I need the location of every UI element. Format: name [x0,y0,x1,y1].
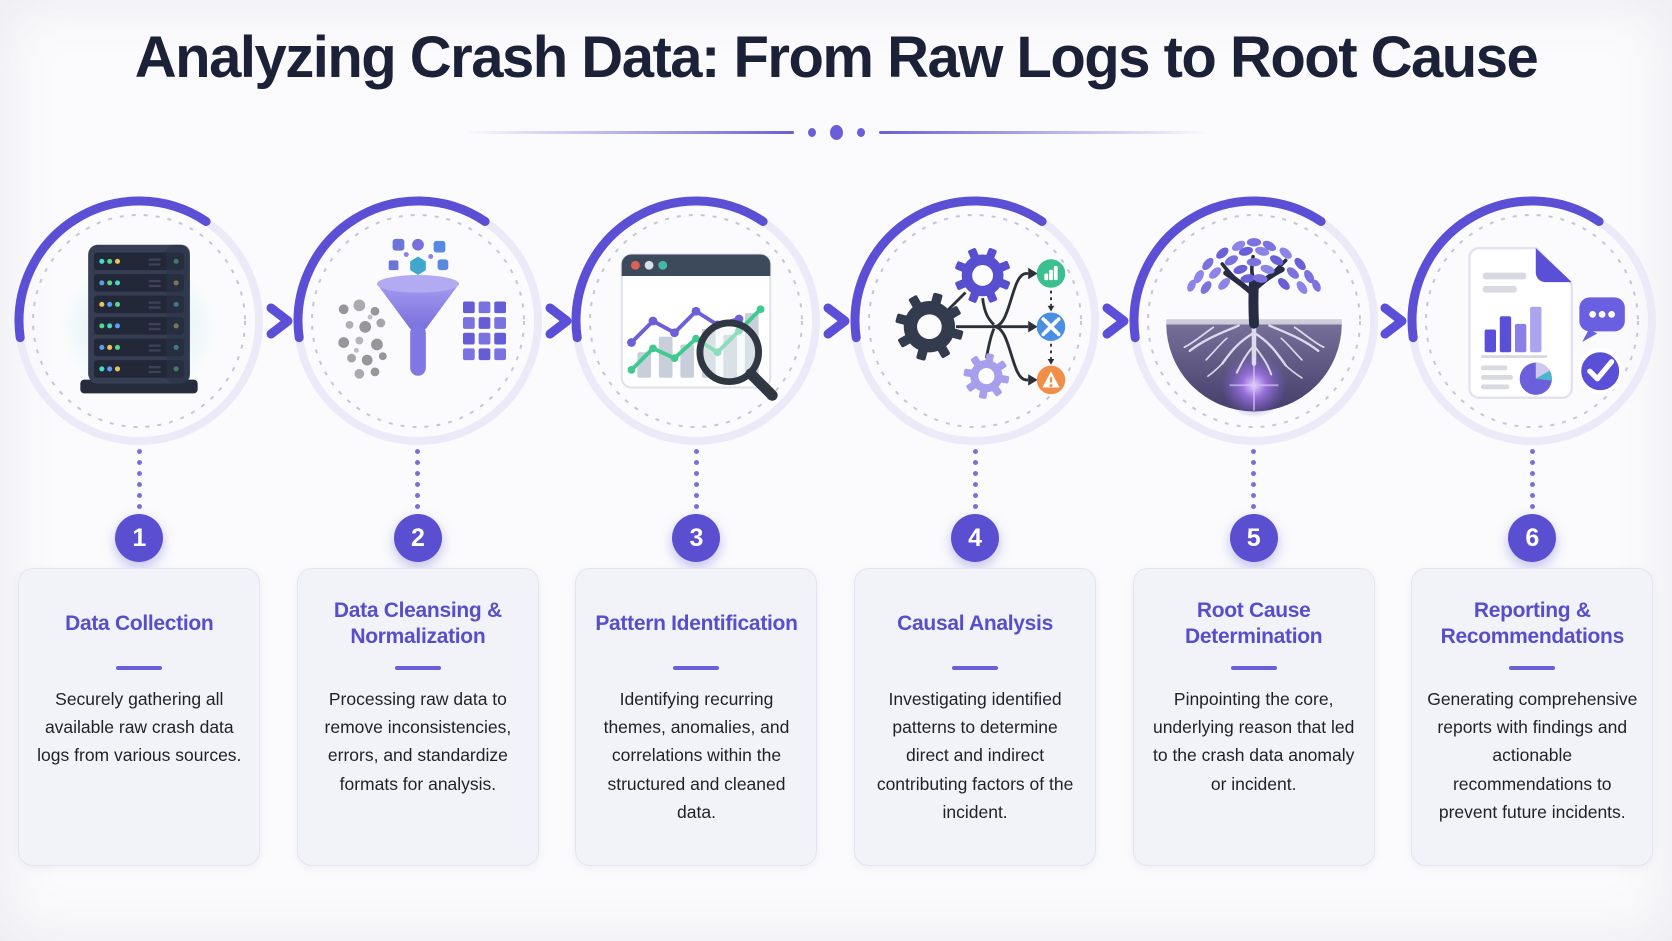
arrow-right-icon [545,303,572,339]
step-card: Data Collection Securely gathering all a… [18,568,261,866]
step-card: Reporting & Recommendations Generating c… [1411,568,1654,866]
step-title: Root Cause Determination [1185,598,1323,648]
data-funnel-icon [338,238,506,379]
progress-ring [850,196,1100,445]
step-title: Pattern Identification [595,611,798,635]
step-number-badge: 2 [393,514,442,562]
step-card: Causal Analysis Investigating identified… [854,568,1097,866]
step-title: Causal Analysis [897,611,1053,635]
step-description: Generating comprehensive reports with fi… [1427,688,1638,822]
progress-ring [293,196,542,445]
step-icon-area [571,196,821,446]
dotted-connector [136,448,142,514]
step-description: Identifying recurring themes, anomalies,… [603,688,790,822]
progress-ring [572,196,821,445]
page-title: Analyzing Crash Data: From Raw Logs to R… [134,25,1539,90]
step-title: Data Cleansing & Normalization [333,598,502,648]
server-rack-icon [61,244,218,396]
divider-dot [856,128,865,137]
gears-branching-icon [895,247,1066,399]
dotted-connector [972,448,978,514]
title-underline [673,666,720,670]
step-number-badge: 5 [1229,514,1278,562]
step-column-5: 5 Root Cause Determination Pinpointing t… [1114,196,1393,866]
divider-line-left [463,131,794,134]
report-checklist-icon [1468,246,1626,399]
progress-ring [1129,196,1378,445]
step-icon-area [293,196,543,446]
title-underline [952,666,999,670]
progress-ring [1407,196,1657,445]
title-underline [394,666,441,670]
progress-ring [14,196,264,445]
dotted-connector [1529,448,1535,514]
step-icon-area [14,196,264,446]
step-icon-area [1407,196,1657,446]
step-column-6: 6 Reporting & Recommendations Generating… [1393,196,1672,866]
step-description: Processing raw data to remove inconsiste… [324,688,512,794]
title-underline [1230,666,1277,670]
step-column-2: 2 Data Cleansing & Normalization Process… [279,196,558,866]
step-number-badge: 1 [115,514,164,562]
step-card: Root Cause Determination Pinpointing the… [1132,568,1375,866]
step-column-1: 1 Data Collection Securely gathering all… [0,196,279,866]
tree-roots-icon [1165,238,1342,418]
divider-dot [807,128,816,137]
dotted-connector [1251,448,1257,514]
title-divider [0,125,1672,140]
step-title: Data Collection [65,611,214,635]
step-card: Pattern Identification Identifying recur… [575,568,818,866]
arrow-right-icon [266,303,293,339]
title-underline [1509,666,1556,670]
step-description: Securely gathering all available raw cra… [37,688,242,766]
step-icon-area [1129,196,1379,446]
step-title: Reporting & Recommendations [1440,598,1625,648]
arrow-right-icon [1380,303,1407,339]
dotted-connector [415,448,421,514]
step-number-badge: 4 [951,514,1000,562]
dotted-connector [693,448,699,514]
arrow-right-icon [1102,303,1129,339]
step-number-badge: 6 [1508,514,1557,562]
divider-line-right [878,131,1209,134]
step-description: Pinpointing the core, underlying reason … [1152,688,1355,794]
step-column-3: 3 Pattern Identification Identifying rec… [557,196,836,866]
title-underline [116,666,163,670]
chart-magnifier-icon [621,253,779,401]
step-number-badge: 3 [672,514,721,562]
step-column-4: 4 Causal Analysis Investigating identifi… [836,196,1115,866]
step-description: Investigating identified patterns to det… [876,688,1074,822]
step-card: Data Cleansing & Normalization Processin… [296,568,539,866]
step-icon-area [850,196,1100,446]
arrow-right-icon [823,303,850,339]
process-steps-row: 1 Data Collection Securely gathering all… [0,196,1672,866]
divider-dot [829,125,843,140]
